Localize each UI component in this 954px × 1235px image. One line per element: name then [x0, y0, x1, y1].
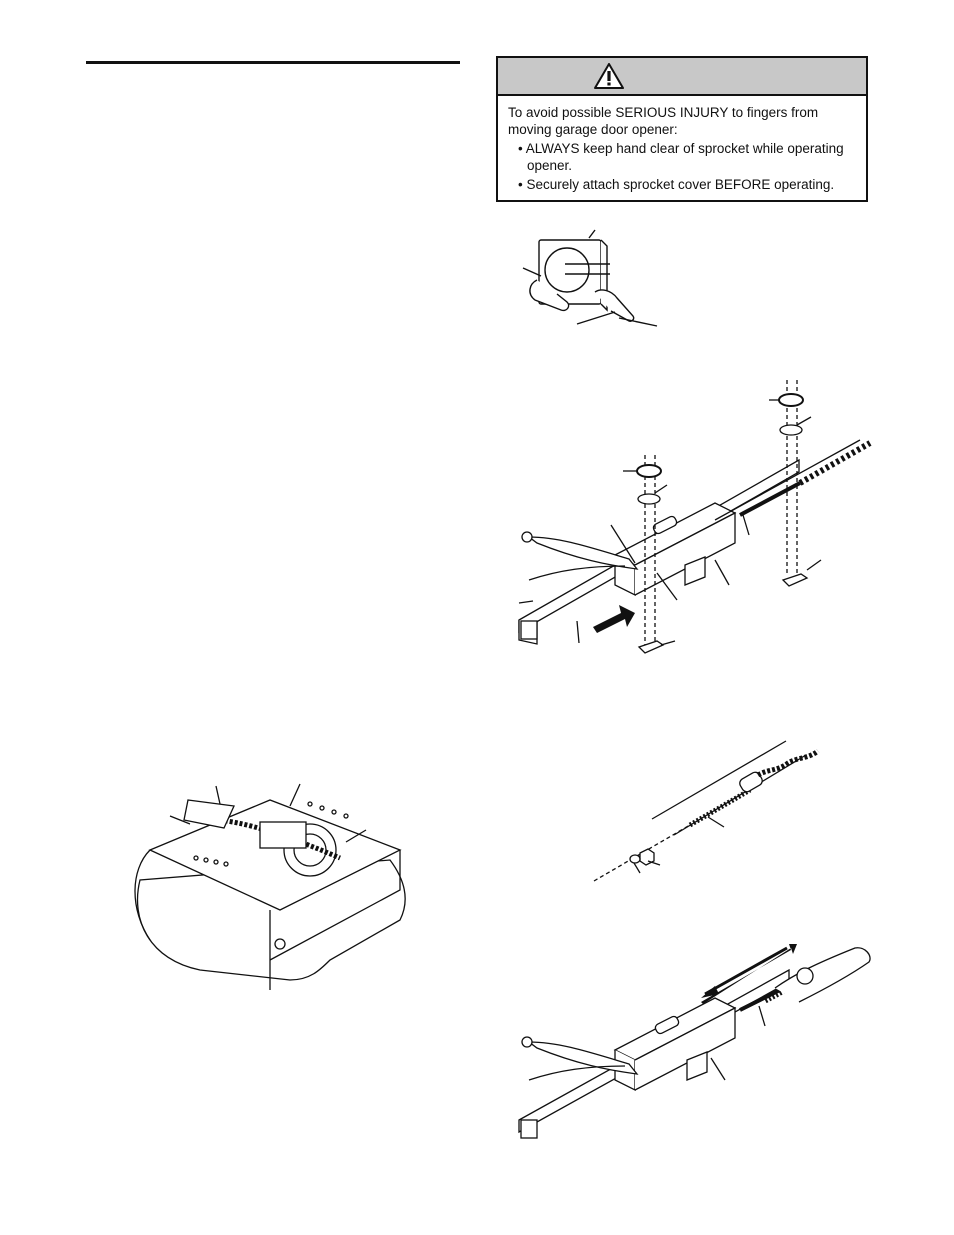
pull-direction-arrow-icon [701, 944, 797, 1004]
direction-arrow-icon [593, 605, 635, 633]
section-rule [86, 61, 460, 64]
warning-bullet: Securely attach sprocket cover BEFORE op… [508, 176, 856, 193]
warning-box: To avoid possible SERIOUS INJURY to fing… [496, 56, 868, 202]
opener-head-illustration [134, 783, 406, 990]
sprocket-cover-illustration [522, 229, 658, 327]
warning-header [498, 58, 866, 96]
warning-bullets: ALWAYS keep hand clear of sprocket while… [508, 140, 856, 193]
warning-bullet: ALWAYS keep hand clear of sprocket while… [508, 140, 856, 174]
warning-body: To avoid possible SERIOUS INJURY to fing… [498, 96, 866, 193]
warning-triangle-icon [594, 63, 624, 89]
warning-intro: To avoid possible SERIOUS INJURY to fing… [508, 105, 819, 137]
threaded-shaft-illustration [593, 740, 820, 882]
trolley-rail-illustration [518, 380, 872, 654]
trolley-pull-illustration [518, 944, 871, 1139]
